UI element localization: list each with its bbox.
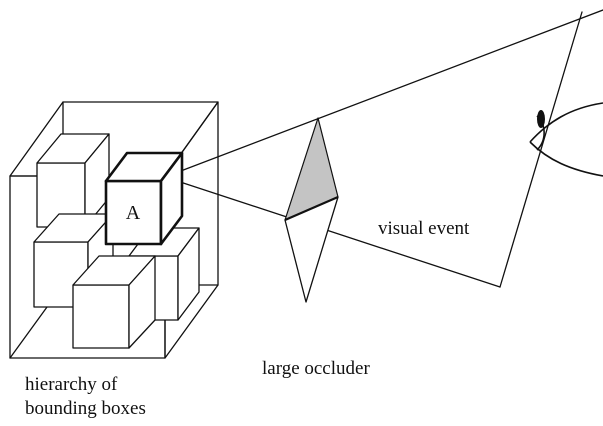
eye-icon <box>529 102 603 177</box>
box-a-label: A <box>126 202 141 224</box>
large-occluder-label: large occluder <box>262 358 370 379</box>
child-box-front <box>72 255 156 349</box>
large-occluder <box>284 117 339 303</box>
box-a <box>104 151 184 246</box>
hierarchy-label-line2: bounding boxes <box>25 398 146 419</box>
visual-event-lines <box>164 9 603 288</box>
occluder-fold-edge <box>284 195 339 222</box>
visual-event-label: visual event <box>378 218 470 239</box>
child-box-top-left <box>36 133 110 228</box>
hierarchy-label-line1: hierarchy of <box>25 374 118 395</box>
